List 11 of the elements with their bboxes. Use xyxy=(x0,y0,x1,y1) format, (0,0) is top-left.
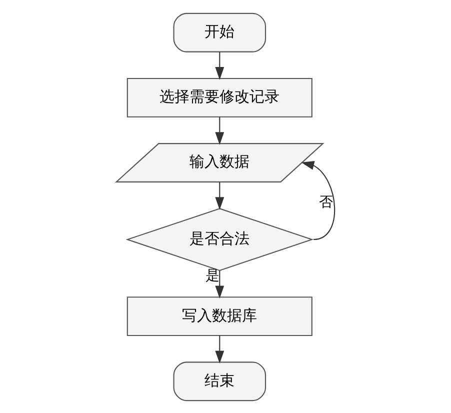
edge-label: 否 xyxy=(319,194,334,210)
node-box: 开始 xyxy=(173,12,266,52)
arrow xyxy=(215,51,224,80)
node-box: 结束 xyxy=(173,361,266,401)
arrow xyxy=(215,116,224,144)
arrow xyxy=(301,160,336,240)
node-box: 写入数据库 xyxy=(126,296,312,336)
arrow xyxy=(215,270,224,298)
arrow xyxy=(215,182,224,210)
arrow xyxy=(215,335,224,364)
node-box: 选择需要修改记录 xyxy=(126,77,312,117)
